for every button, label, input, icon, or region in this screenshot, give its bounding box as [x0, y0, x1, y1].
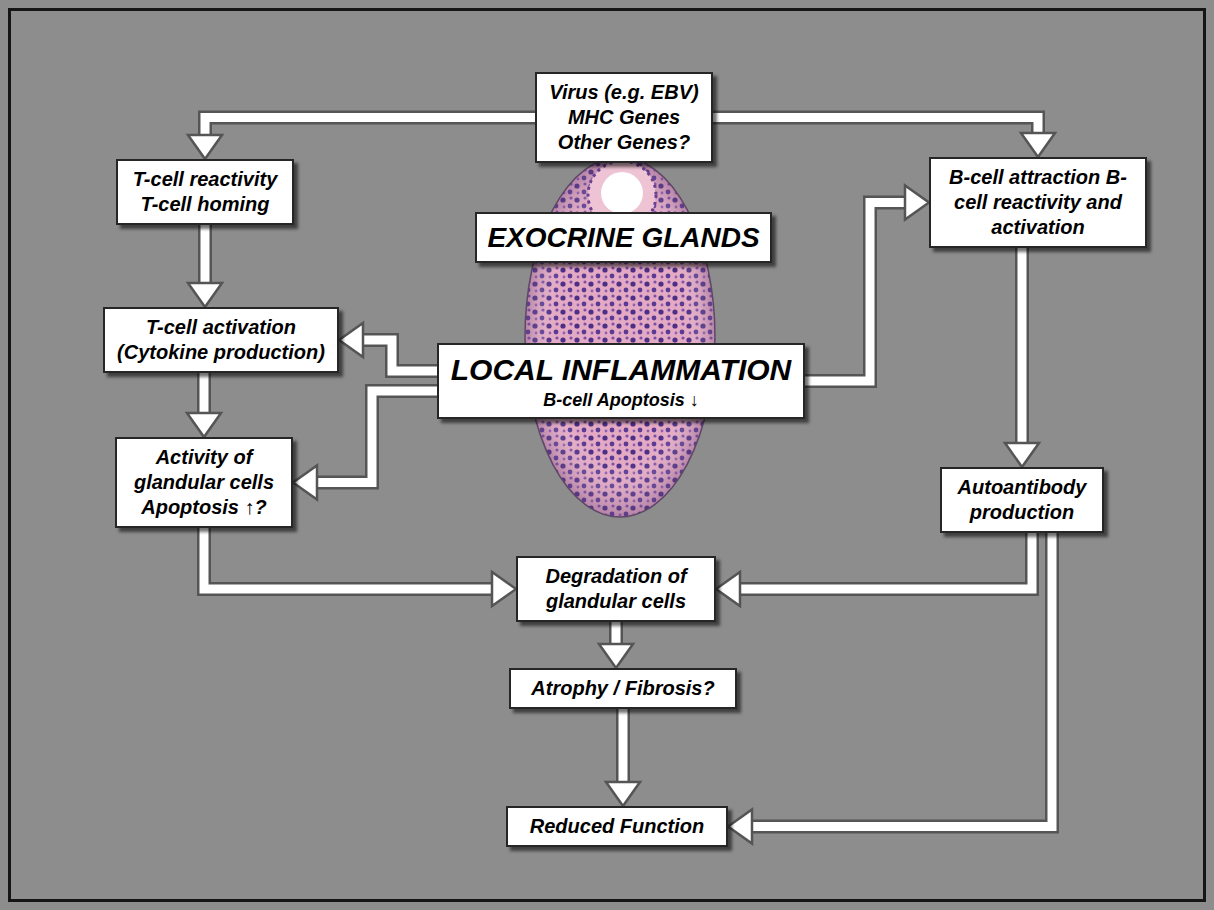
heading-box: LOCAL INFLAMMATIONB-cell Apoptosis ↓ [437, 343, 805, 419]
arrowhead [187, 413, 221, 437]
node-text: T-cell reactivity T-cell homing [126, 167, 284, 217]
pipe-fill [738, 533, 1032, 589]
pipe-outline [204, 528, 494, 589]
pipe-fill [200, 373, 209, 415]
cause-box: Virus (e.g. EBV) MHC Genes Other Genes? [535, 72, 713, 163]
process-box: B-cell attraction B-cell reactivity and … [929, 157, 1147, 248]
pipe-connector [293, 391, 437, 500]
arrowhead [339, 323, 363, 357]
pipe-connector [188, 225, 222, 307]
pipe-fill [205, 118, 535, 138]
pipe-fill [315, 391, 437, 483]
node-text: LOCAL INFLAMMATION [447, 351, 795, 389]
arrowhead [1021, 133, 1055, 157]
outcome-box: Reduced Function [506, 806, 728, 847]
pipe-connector [716, 533, 1032, 606]
arrowhead [492, 572, 516, 606]
node-text: Reduced Function [516, 814, 718, 839]
pipe-fill [1018, 248, 1027, 445]
process-box: Degradation of glandular cells [516, 556, 716, 622]
pipe-outline [1015, 248, 1029, 445]
process-box: T-cell activation (Cytokine production) [103, 307, 339, 373]
pipe-fill [361, 340, 437, 371]
process-box: Atrophy / Fibrosis? [509, 668, 737, 709]
pipe-connector [187, 373, 221, 437]
pipe-fill [713, 118, 1038, 136]
pipe-outline [197, 373, 211, 415]
node-subtext: B-cell Apoptosis ↓ [447, 389, 795, 412]
pipe-connector [204, 528, 516, 606]
pipe-connector [339, 323, 437, 371]
pipe-fill [201, 225, 210, 285]
pipe-connector [1005, 248, 1039, 467]
pipe-connector [599, 622, 633, 668]
arrowhead [188, 283, 222, 307]
pipe-outline [609, 622, 623, 646]
pipe-outline [205, 118, 535, 138]
arrowhead [728, 810, 752, 844]
arrowhead [905, 186, 929, 220]
process-box: Activity of glandular cells Apoptosis ↑? [115, 437, 293, 528]
pipe-connector [713, 118, 1055, 158]
pipe-fill [750, 533, 1052, 827]
arrowhead [606, 782, 640, 806]
node-text: Degradation of glandular cells [526, 564, 706, 614]
pipe-connector [606, 709, 640, 806]
pipe-outline [805, 203, 907, 382]
pipe-outline [738, 533, 1032, 589]
arrowhead [599, 644, 633, 668]
pipe-connector [188, 118, 535, 160]
node-text: Virus (e.g. EBV) MHC Genes Other Genes? [545, 80, 703, 155]
pipe-fill [619, 709, 628, 784]
node-text: Activity of glandular cells Apoptosis ↑? [125, 445, 283, 520]
pipe-outline [616, 709, 630, 784]
pipe-outline [315, 391, 437, 483]
arrowhead [1005, 443, 1039, 467]
pipe-fill [204, 528, 494, 589]
node-text: B-cell attraction B-cell reactivity and … [939, 165, 1137, 240]
heading-box: EXOCRINE GLANDS [475, 212, 772, 263]
pipe-outline [198, 225, 212, 285]
pipe-connector [805, 186, 929, 382]
node-text: Atrophy / Fibrosis? [519, 676, 727, 701]
process-box: Autoantibody production [940, 467, 1104, 533]
pipe-fill [805, 203, 907, 382]
pipe-outline [750, 533, 1052, 827]
pipe-outline [713, 118, 1038, 136]
node-text: EXOCRINE GLANDS [485, 220, 762, 255]
pipe-outline [361, 340, 437, 371]
node-text: T-cell activation (Cytokine production) [113, 315, 329, 365]
pipe-connector [728, 533, 1052, 844]
pipe-fill [612, 622, 621, 646]
arrowhead [716, 572, 740, 606]
process-box: T-cell reactivity T-cell homing [116, 159, 294, 225]
node-text: Autoantibody production [950, 475, 1094, 525]
arrowhead [188, 135, 222, 159]
arrowhead [293, 466, 317, 500]
